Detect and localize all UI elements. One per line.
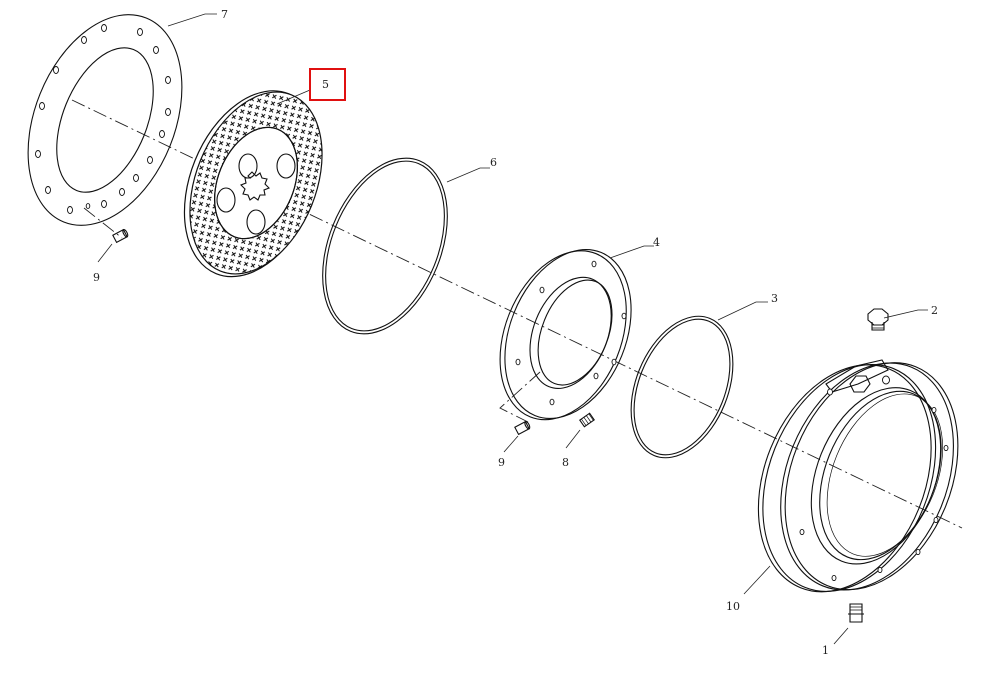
part-6-o-ring — [322, 157, 448, 335]
part-2-bleed-screw — [867, 308, 889, 331]
part-10-brake-housing — [757, 359, 959, 593]
callout-3[interactable]: 3 — [771, 292, 778, 305]
callout-9-right[interactable]: 9 — [498, 456, 505, 469]
part-9-dowel-pin-left — [112, 228, 129, 244]
part-3-o-ring — [630, 315, 734, 459]
pin-axis-left — [83, 207, 123, 239]
callout-7[interactable]: 7 — [221, 8, 228, 21]
part-4-piston-plate — [499, 249, 632, 421]
part-5-friction-disc — [183, 90, 323, 278]
highlight-box-part-5 — [309, 68, 346, 101]
callout-6[interactable]: 6 — [490, 156, 497, 169]
callout-10[interactable]: 10 — [726, 600, 740, 613]
callout-5[interactable]: 5 — [322, 78, 329, 91]
leader-lines — [97, 13, 928, 645]
part-7-brake-plate — [27, 14, 183, 226]
part-8-set-screw — [579, 412, 595, 428]
pin-axis-right — [499, 371, 541, 423]
callout-1[interactable]: 1 — [822, 644, 829, 657]
callout-labels: 7 5 6 4 3 2 9 9 8 10 1 — [93, 8, 938, 657]
callout-8[interactable]: 8 — [562, 456, 569, 469]
center-axis — [71, 99, 963, 529]
callout-9-left[interactable]: 9 — [93, 271, 100, 284]
part-1-fitting — [848, 603, 864, 623]
callout-2[interactable]: 2 — [931, 304, 938, 317]
callout-4[interactable]: 4 — [653, 236, 660, 249]
part-9-dowel-pin-right — [514, 420, 531, 436]
